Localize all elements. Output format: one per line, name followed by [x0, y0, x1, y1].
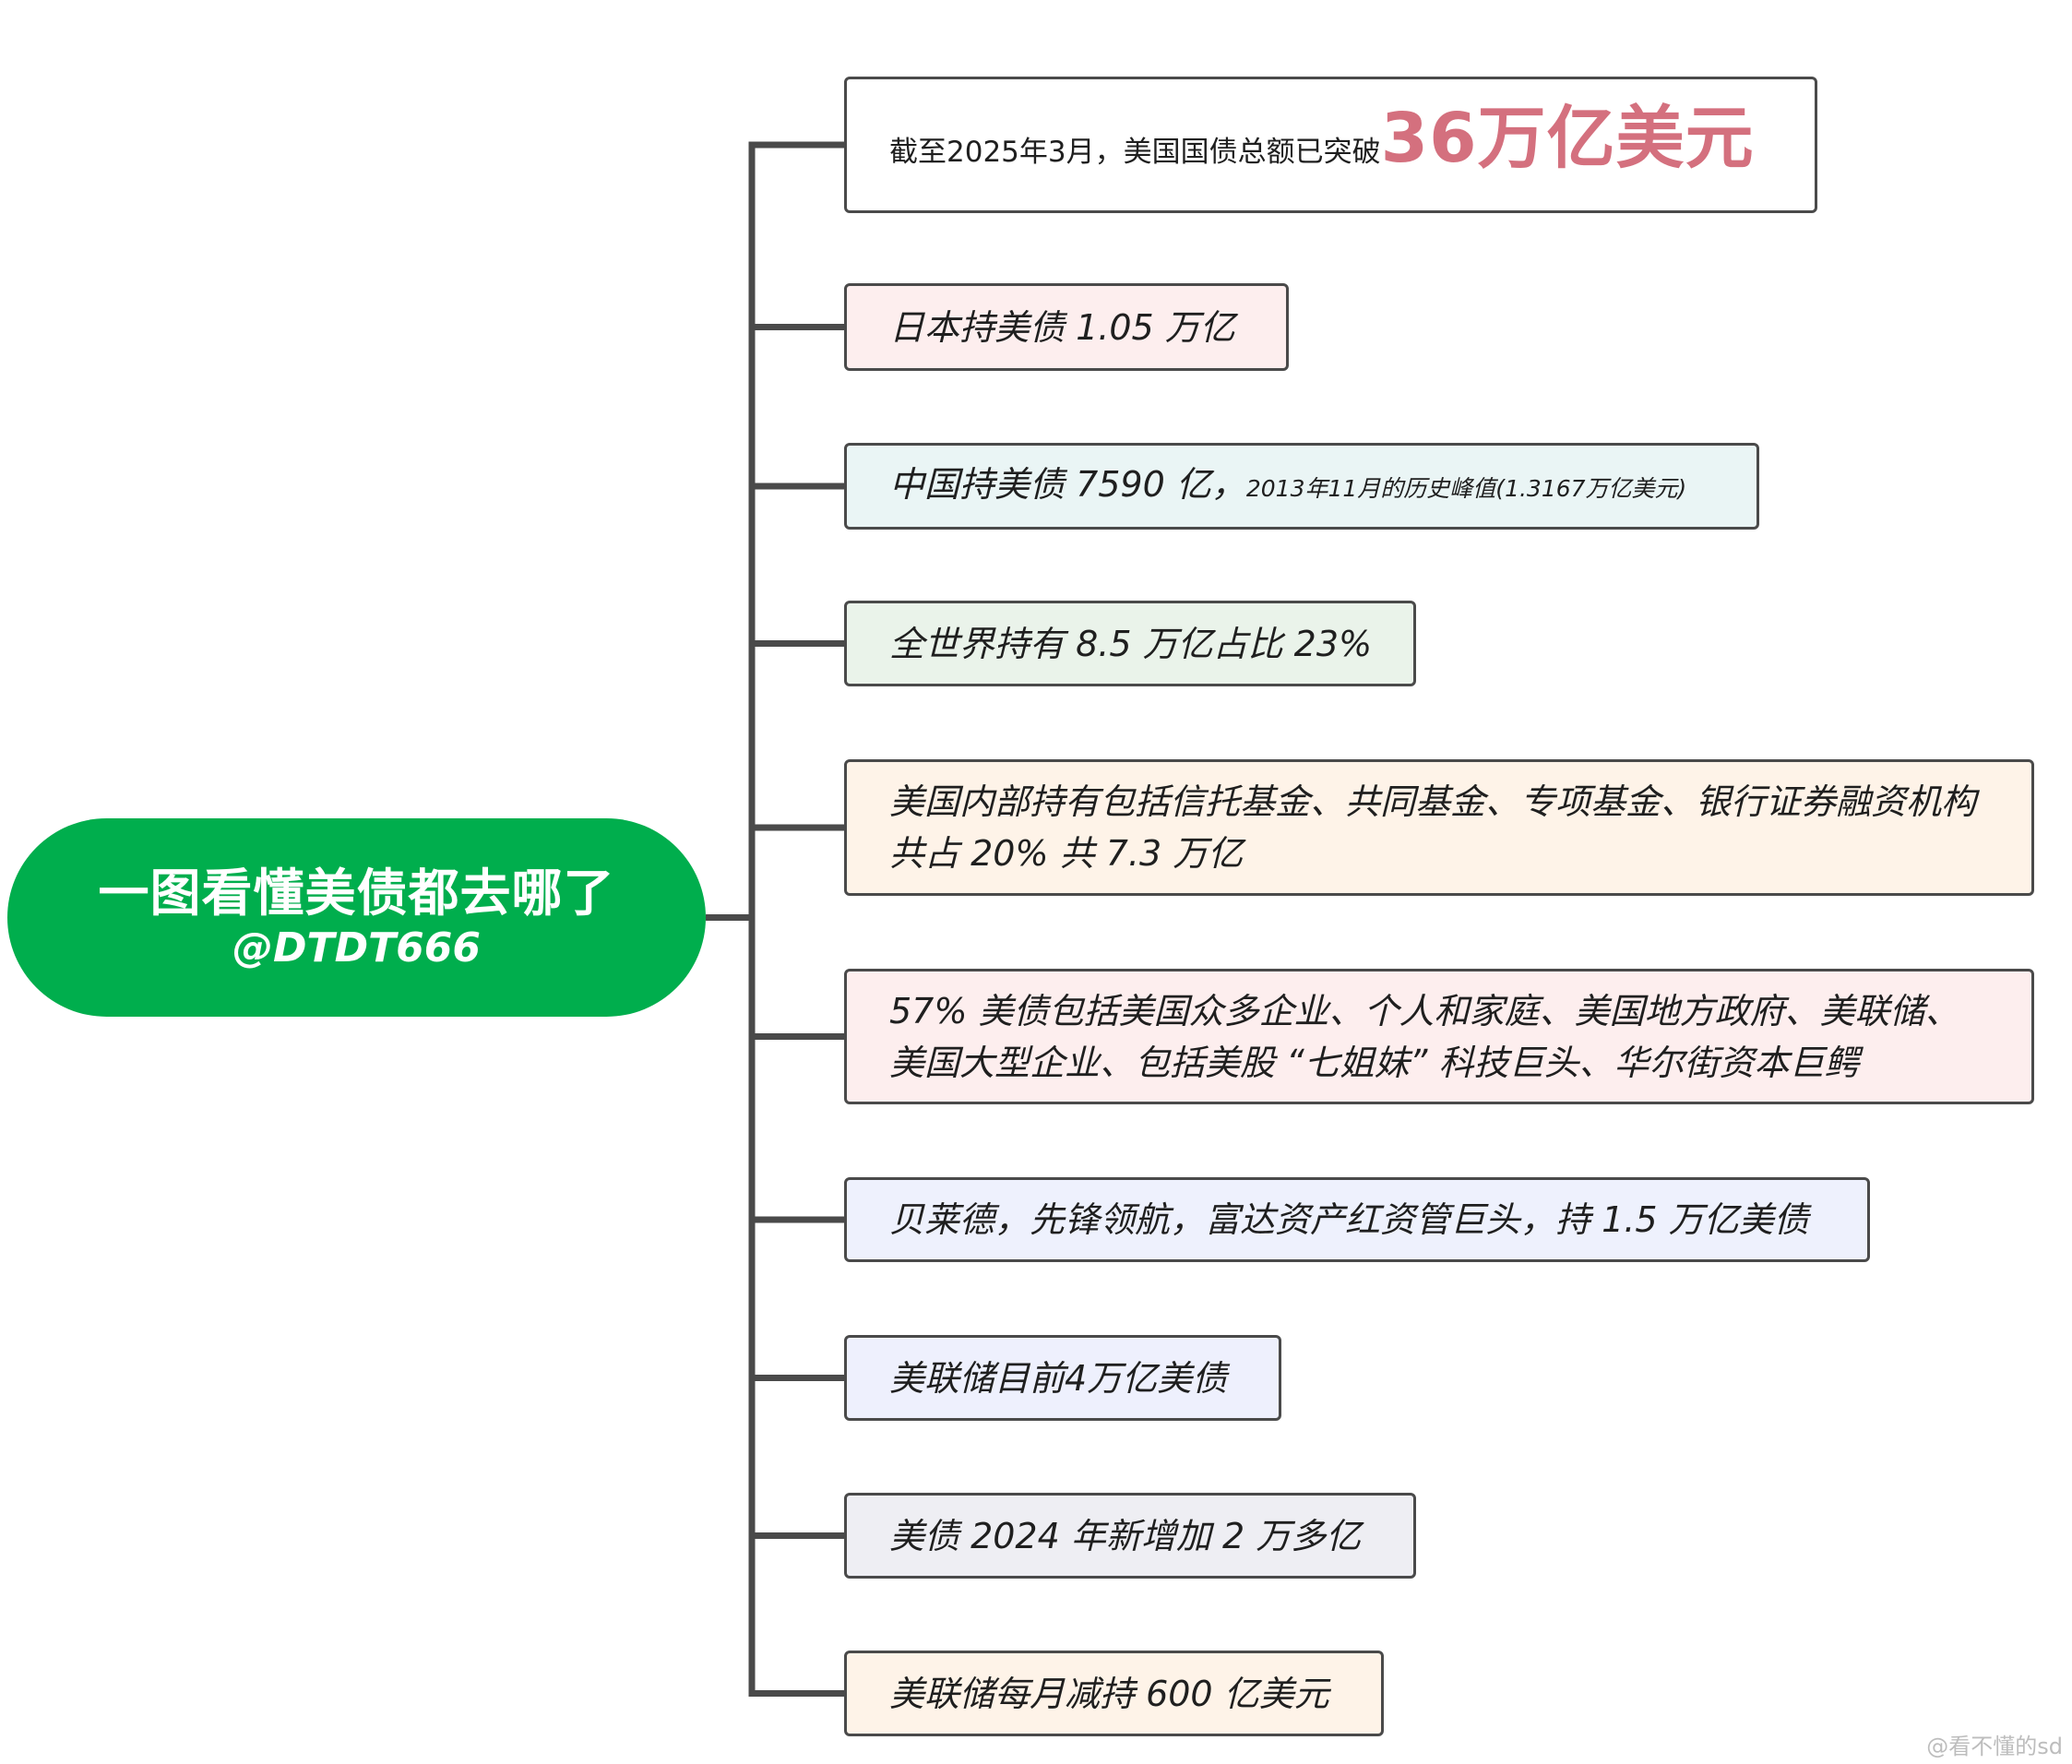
node-main-text: 截至2025年3月，美国国债总额已突破 [889, 135, 1381, 169]
root-node: 一图看懂美债都去哪了 @DTDT666 [7, 818, 706, 1017]
root-title: 一图看懂美债都去哪了 [98, 863, 615, 923]
node-highlight: 36万亿美元 [1380, 98, 1755, 178]
node-text: 美国内部持有包括信托基金、共同基金、专项基金、银行证券融资机构共占 20% 共 … [889, 781, 1977, 874]
node-japan: 日本持美债 1.05 万亿 [844, 283, 1289, 371]
node-main-text: 中国持美债 7590 亿， [889, 463, 1246, 505]
node-text: 美联储目前4万亿美债 [889, 1357, 1228, 1399]
node-text: 美债 2024 年新增加 2 万多亿 [889, 1515, 1362, 1556]
node-china: 中国持美债 7590 亿，2013年11月的历史峰值(1.3167万亿美元) [844, 443, 1759, 530]
node-text: 贝莱德，先锋领航，富达资产红资管巨头，持 1.5 万亿美债 [889, 1199, 1809, 1240]
node-text: 中国持美债 7590 亿，2013年11月的历史峰值(1.3167万亿美元) [889, 459, 1686, 515]
node-fed-holdings: 美联储目前4万亿美债 [844, 1335, 1281, 1421]
node-domestic: 美国内部持有包括信托基金、共同基金、专项基金、银行证券融资机构共占 20% 共 … [844, 759, 2034, 896]
node-text: 美联储每月减持 600 亿美元 [889, 1673, 1329, 1714]
node-text: 57% 美债包括美国众多企业、个人和家庭、美国地方政府、美联储、美国大型企业、包… [889, 990, 1960, 1083]
node-2024-increase: 美债 2024 年新增加 2 万多亿 [844, 1493, 1416, 1579]
node-57-percent: 57% 美债包括美国众多企业、个人和家庭、美国地方政府、美联储、美国大型企业、包… [844, 969, 2034, 1104]
node-asset-managers: 贝莱德，先锋领航，富达资产红资管巨头，持 1.5 万亿美债 [844, 1177, 1870, 1262]
node-fed-reduction: 美联储每月减持 600 亿美元 [844, 1651, 1384, 1736]
root-handle: @DTDT666 [232, 924, 481, 971]
watermark: @看不懂的sd [1926, 1734, 2063, 1759]
node-world: 全世界持有 8.5 万亿占比 23% [844, 601, 1416, 686]
node-total-debt: 截至2025年3月，美国国债总额已突破36万亿美元 [844, 77, 1817, 213]
node-text: 截至2025年3月，美国国债总额已突破36万亿美元 [889, 104, 1755, 178]
node-text: 全世界持有 8.5 万亿占比 23% [889, 623, 1373, 664]
node-text: 日本持美债 1.05 万亿 [889, 306, 1235, 348]
node-note: 2013年11月的历史峰值(1.3167万亿美元) [1245, 474, 1687, 502]
